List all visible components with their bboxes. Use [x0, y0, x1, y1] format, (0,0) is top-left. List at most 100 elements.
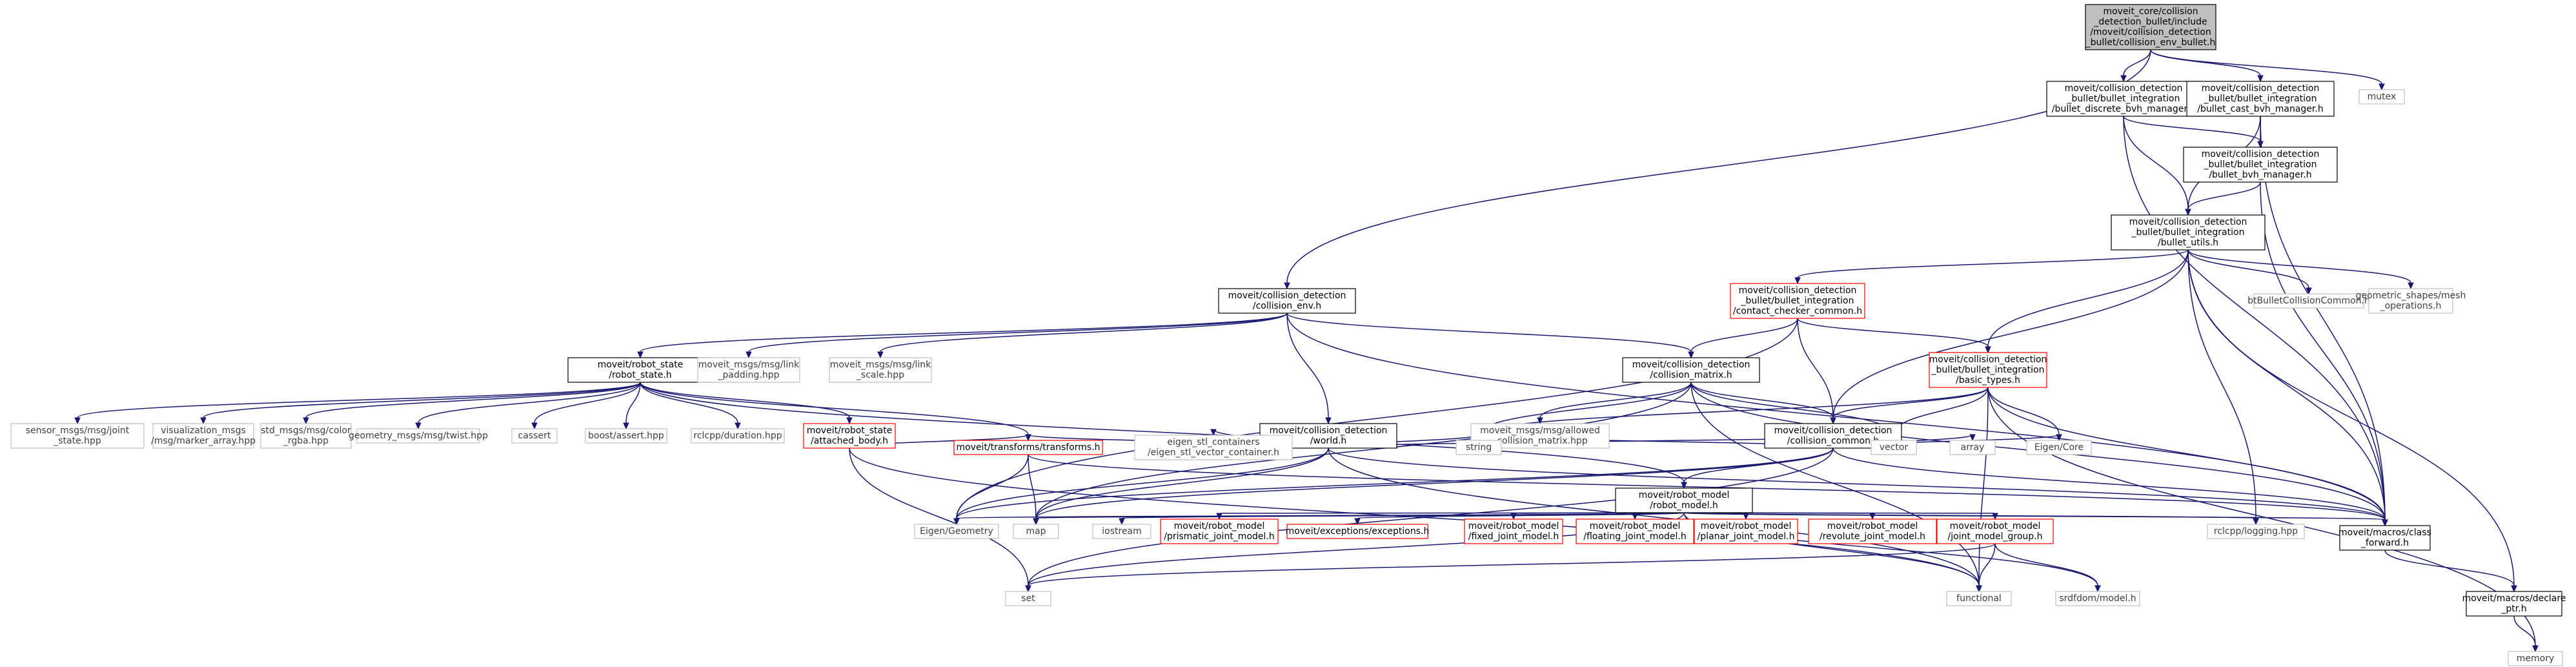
node-memory: memory — [2508, 651, 2563, 666]
edge-line — [1286, 313, 1692, 353]
edge-line — [2123, 116, 2189, 210]
node-box — [1013, 524, 1059, 539]
edge-line — [1328, 447, 2386, 520]
node-string: string — [1455, 440, 1502, 455]
node-cast[interactable]: moveit/collision_detection_bullet/bullet… — [2186, 81, 2335, 117]
edge-line — [203, 382, 641, 418]
edge-line — [1690, 382, 1980, 586]
node-rmodel[interactable]: moveit/robot_model/robot_model.h — [1615, 487, 1753, 513]
node-label-line: Eigen/Geometry — [920, 526, 993, 537]
node-transforms[interactable]: moveit/transforms/transforms.h — [953, 440, 1103, 455]
node-box — [356, 428, 480, 444]
node-box — [1286, 524, 1428, 539]
node-label-line: _ptr.h — [2500, 604, 2526, 614]
node-label-line: vector — [1880, 442, 1909, 453]
node-root[interactable]: moveit_core/collision_detection_bullet/i… — [2085, 4, 2216, 50]
arrow-head — [2185, 209, 2191, 216]
edge-line — [1690, 318, 1798, 353]
node-basic[interactable]: moveit/collision_detection_bullet/bullet… — [1929, 352, 2047, 388]
node-label-line: _rgba.hpp — [283, 436, 329, 446]
node-label-line: /bullet_utils.h — [2158, 238, 2218, 248]
arrow-head — [1688, 351, 1694, 359]
edge-line — [1978, 387, 1989, 586]
edge-cmatrix-to-allowed — [1537, 382, 1692, 425]
node-label-line: /bullet_bvh_manager.h — [2209, 170, 2311, 180]
edge-rmodel-to-classfwd — [1683, 512, 2388, 527]
edge-line — [1028, 454, 2386, 520]
node-label-line: cassert — [518, 431, 551, 441]
node-contact[interactable]: moveit/collision_detection_bullet/bullet… — [1730, 283, 1865, 319]
node-box — [2207, 524, 2305, 539]
edge-rstate-to-twist — [415, 382, 641, 430]
node-set: set — [1005, 591, 1051, 606]
node-label-line: btBulletCollisionCommon.h — [2247, 296, 2370, 306]
node-label-line: moveit/robot_model — [1827, 521, 1918, 531]
arrow-head — [1119, 518, 1125, 526]
edge-line — [1832, 387, 1989, 418]
edge-cenv-to-cmatrix — [1286, 313, 1694, 359]
node-exceptions[interactable]: moveit/exceptions/exceptions.h — [1286, 524, 1430, 539]
node-label-line: eigen_stl_containers — [1167, 437, 1259, 447]
node-jmg[interactable]: moveit/robot_model/joint_model_group.h — [1936, 518, 2054, 544]
edge-discrete-to-bvh — [2123, 116, 2264, 149]
node-discrete[interactable]: moveit/collision_detection_bullet/bullet… — [2046, 81, 2201, 117]
node-label-line: rclcpp/logging.hpp — [2214, 526, 2298, 537]
node-label-line: string — [1466, 442, 1492, 453]
node-label-line: _bullet/bullet_integration — [2204, 94, 2317, 104]
edge-line — [1035, 382, 1692, 519]
node-utils[interactable]: moveit/collision_detection_bullet/bullet… — [2111, 214, 2266, 251]
node-box — [1134, 435, 1293, 460]
edge-rmodel-to-exceptions — [1354, 512, 1685, 526]
edge-line — [2123, 116, 2386, 520]
node-attached[interactable]: moveit/robot_state/attached_body.h — [803, 423, 896, 449]
node-label-line: /floating_joint_model.h — [1583, 531, 1686, 542]
arrow-head — [1632, 513, 1638, 520]
edge-line — [2384, 549, 2515, 586]
node-floating[interactable]: moveit/robot_model/floating_joint_model.… — [1576, 518, 1694, 544]
arrow-head — [2257, 141, 2264, 149]
node-box — [1218, 288, 1356, 314]
node-label-line: std_msgs/msg/color — [261, 426, 351, 436]
node-box — [1946, 591, 2012, 606]
arrow-head — [877, 351, 884, 359]
edge-line — [1987, 387, 2386, 520]
arrow-head — [1830, 417, 1836, 425]
node-declareptr[interactable]: moveit/macros/declare_ptr.h — [2462, 591, 2566, 617]
node-iostream: iostream — [1092, 524, 1151, 539]
arrow-head — [637, 351, 644, 359]
node-box — [1871, 440, 1917, 455]
edge-line — [1357, 512, 1685, 519]
node-label-line: moveit/robot_state — [598, 360, 684, 370]
node-bassert: boost/assert.hpp — [585, 428, 667, 444]
node-classfwd[interactable]: moveit/macros/class_forward.h — [2338, 525, 2431, 551]
node-label-line: _collision_matrix.hpp — [1492, 436, 1587, 446]
node-rstate[interactable]: moveit/robot_state/robot_state.h — [567, 357, 713, 383]
arrow-head — [2094, 585, 2101, 593]
edge-utils-to-mesh — [2187, 249, 2414, 290]
node-label-line: moveit/transforms/transforms.h — [956, 442, 1100, 453]
edge-line — [534, 382, 641, 424]
node-linkpad: moveit_msgs/msg/link_padding.hpp — [697, 357, 800, 383]
node-label-line: moveit/robot_state — [807, 426, 893, 436]
node-label-line: map — [1026, 526, 1046, 537]
node-cmatrix[interactable]: moveit/collision_detection/collision_mat… — [1622, 357, 1760, 383]
edge-utils-to-ccommon — [1830, 249, 2189, 425]
node-planar[interactable]: moveit/robot_model/planar_joint_model.h — [1694, 518, 1798, 544]
edge-line — [640, 313, 1288, 353]
edge-line — [1832, 447, 2386, 520]
node-label-line: Eigen/Core — [2034, 442, 2084, 453]
node-map: map — [1013, 524, 1059, 539]
node-revolute[interactable]: moveit/robot_model/revolute_joint_model.… — [1808, 518, 1937, 544]
node-box — [1464, 518, 1563, 544]
node-bvh[interactable]: moveit/collision_detection_bullet/bullet… — [2183, 147, 2338, 183]
node-srdfdom: srdfdom/model.h — [2055, 591, 2140, 606]
node-cenv[interactable]: moveit/collision_detection/collision_env… — [1218, 288, 1356, 314]
node-prismatic[interactable]: moveit/robot_model/prismatic_joint_model… — [1160, 518, 1279, 544]
node-fixed[interactable]: moveit/robot_model/fixed_joint_model.h — [1464, 518, 1563, 544]
edge-line — [1832, 249, 2189, 418]
node-label-line: moveit/collision_detection — [2129, 217, 2247, 227]
arrow-head — [415, 422, 421, 430]
edge-line — [2187, 249, 2515, 586]
edge-rstate-to-cassert — [531, 382, 641, 430]
edge-cenv-to-linkscale — [877, 313, 1288, 359]
